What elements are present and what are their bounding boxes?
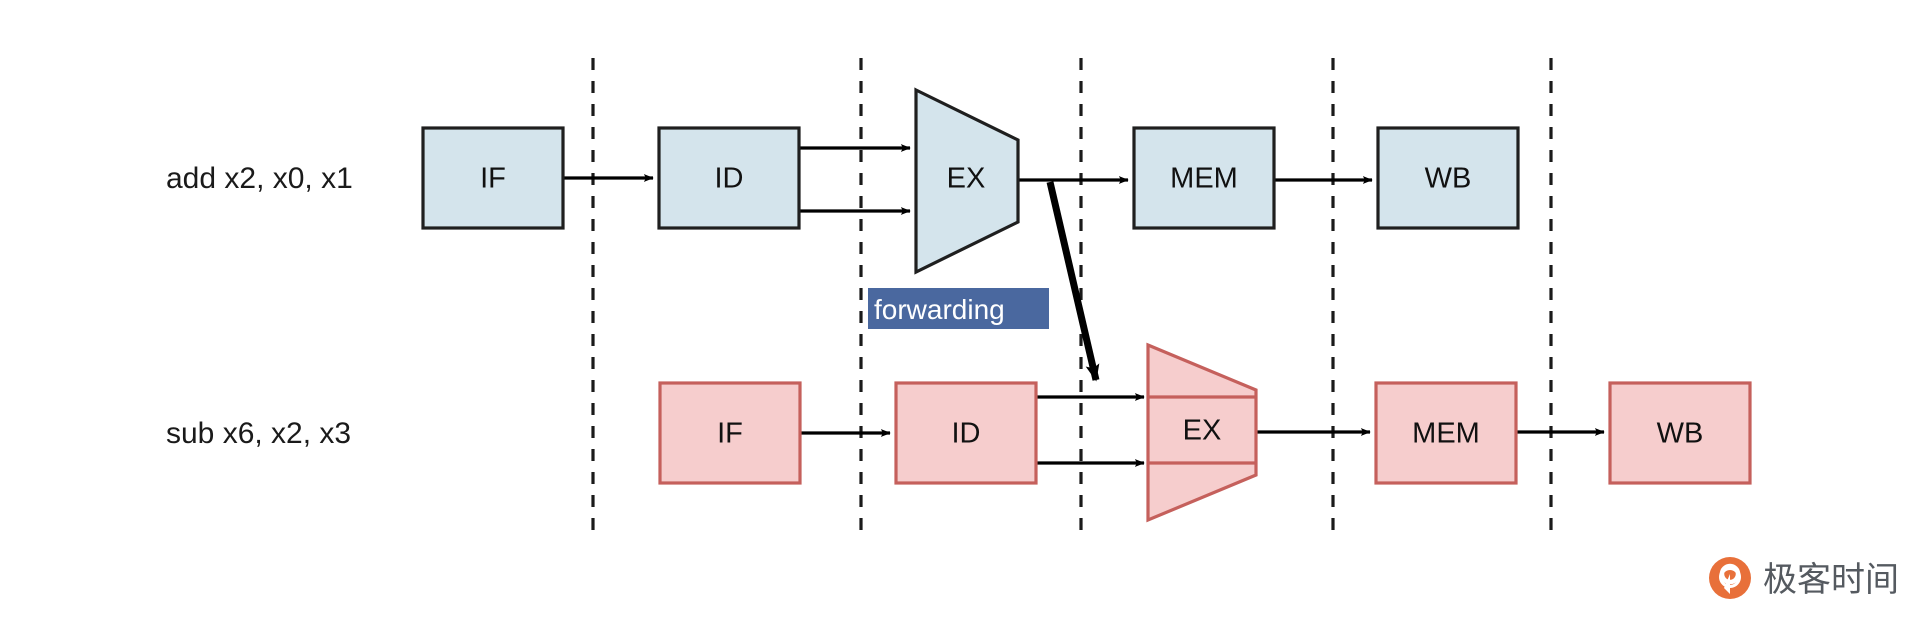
row-label-add: add x2, x0, x1 <box>166 162 353 195</box>
stage-label-sub-wb: WB <box>1657 418 1704 450</box>
stage-label-add-mem: MEM <box>1170 163 1238 195</box>
stage-box-add-id[interactable] <box>657 126 801 230</box>
stage-box-sub-mem[interactable] <box>1374 381 1518 485</box>
forwarding-annotation: forwarding <box>868 288 1049 329</box>
stage-box-sub-if[interactable] <box>658 381 802 485</box>
stage-label-add-wb: WB <box>1425 163 1472 195</box>
row-sub-stages: IF ID EX MEM WB <box>658 342 1752 523</box>
watermark-logo-tail-icon <box>1724 574 1730 594</box>
forwarding-label: forwarding <box>874 294 1005 325</box>
stage-box-add-wb[interactable] <box>1376 126 1520 230</box>
stage-box-sub-id[interactable] <box>894 381 1038 485</box>
row-label-sub: sub x6, x2, x3 <box>166 417 351 450</box>
stage-label-sub-id: ID <box>952 418 981 450</box>
stage-box-add-if[interactable] <box>421 126 565 230</box>
stage-label-sub-mem: MEM <box>1412 418 1480 450</box>
row-add-connectors <box>561 144 1373 215</box>
stage-box-sub-wb[interactable] <box>1608 381 1752 485</box>
forwarding-arrow <box>1046 181 1100 382</box>
stage-label-add-if: IF <box>480 163 506 195</box>
row-add-stages: IF ID EX MEM WB <box>421 87 1520 275</box>
stage-box-add-mem[interactable] <box>1132 126 1276 230</box>
watermark-text: 极客时间 <box>1763 560 1899 600</box>
stage-label-add-ex: EX <box>947 163 986 195</box>
forwarding-highlight-bg <box>868 288 1049 329</box>
stage-label-sub-ex: EX <box>1183 415 1222 447</box>
watermark: 极客时间 <box>1709 557 1899 600</box>
stage-box-sub-ex[interactable]: EX <box>1146 342 1258 523</box>
stage-box-add-ex[interactable] <box>914 87 1020 275</box>
row-sub-connectors <box>796 393 1605 467</box>
stage-label-sub-if: IF <box>717 418 743 450</box>
stage-label-add-id: ID <box>715 163 744 195</box>
stage-divider-group <box>591 58 1553 540</box>
